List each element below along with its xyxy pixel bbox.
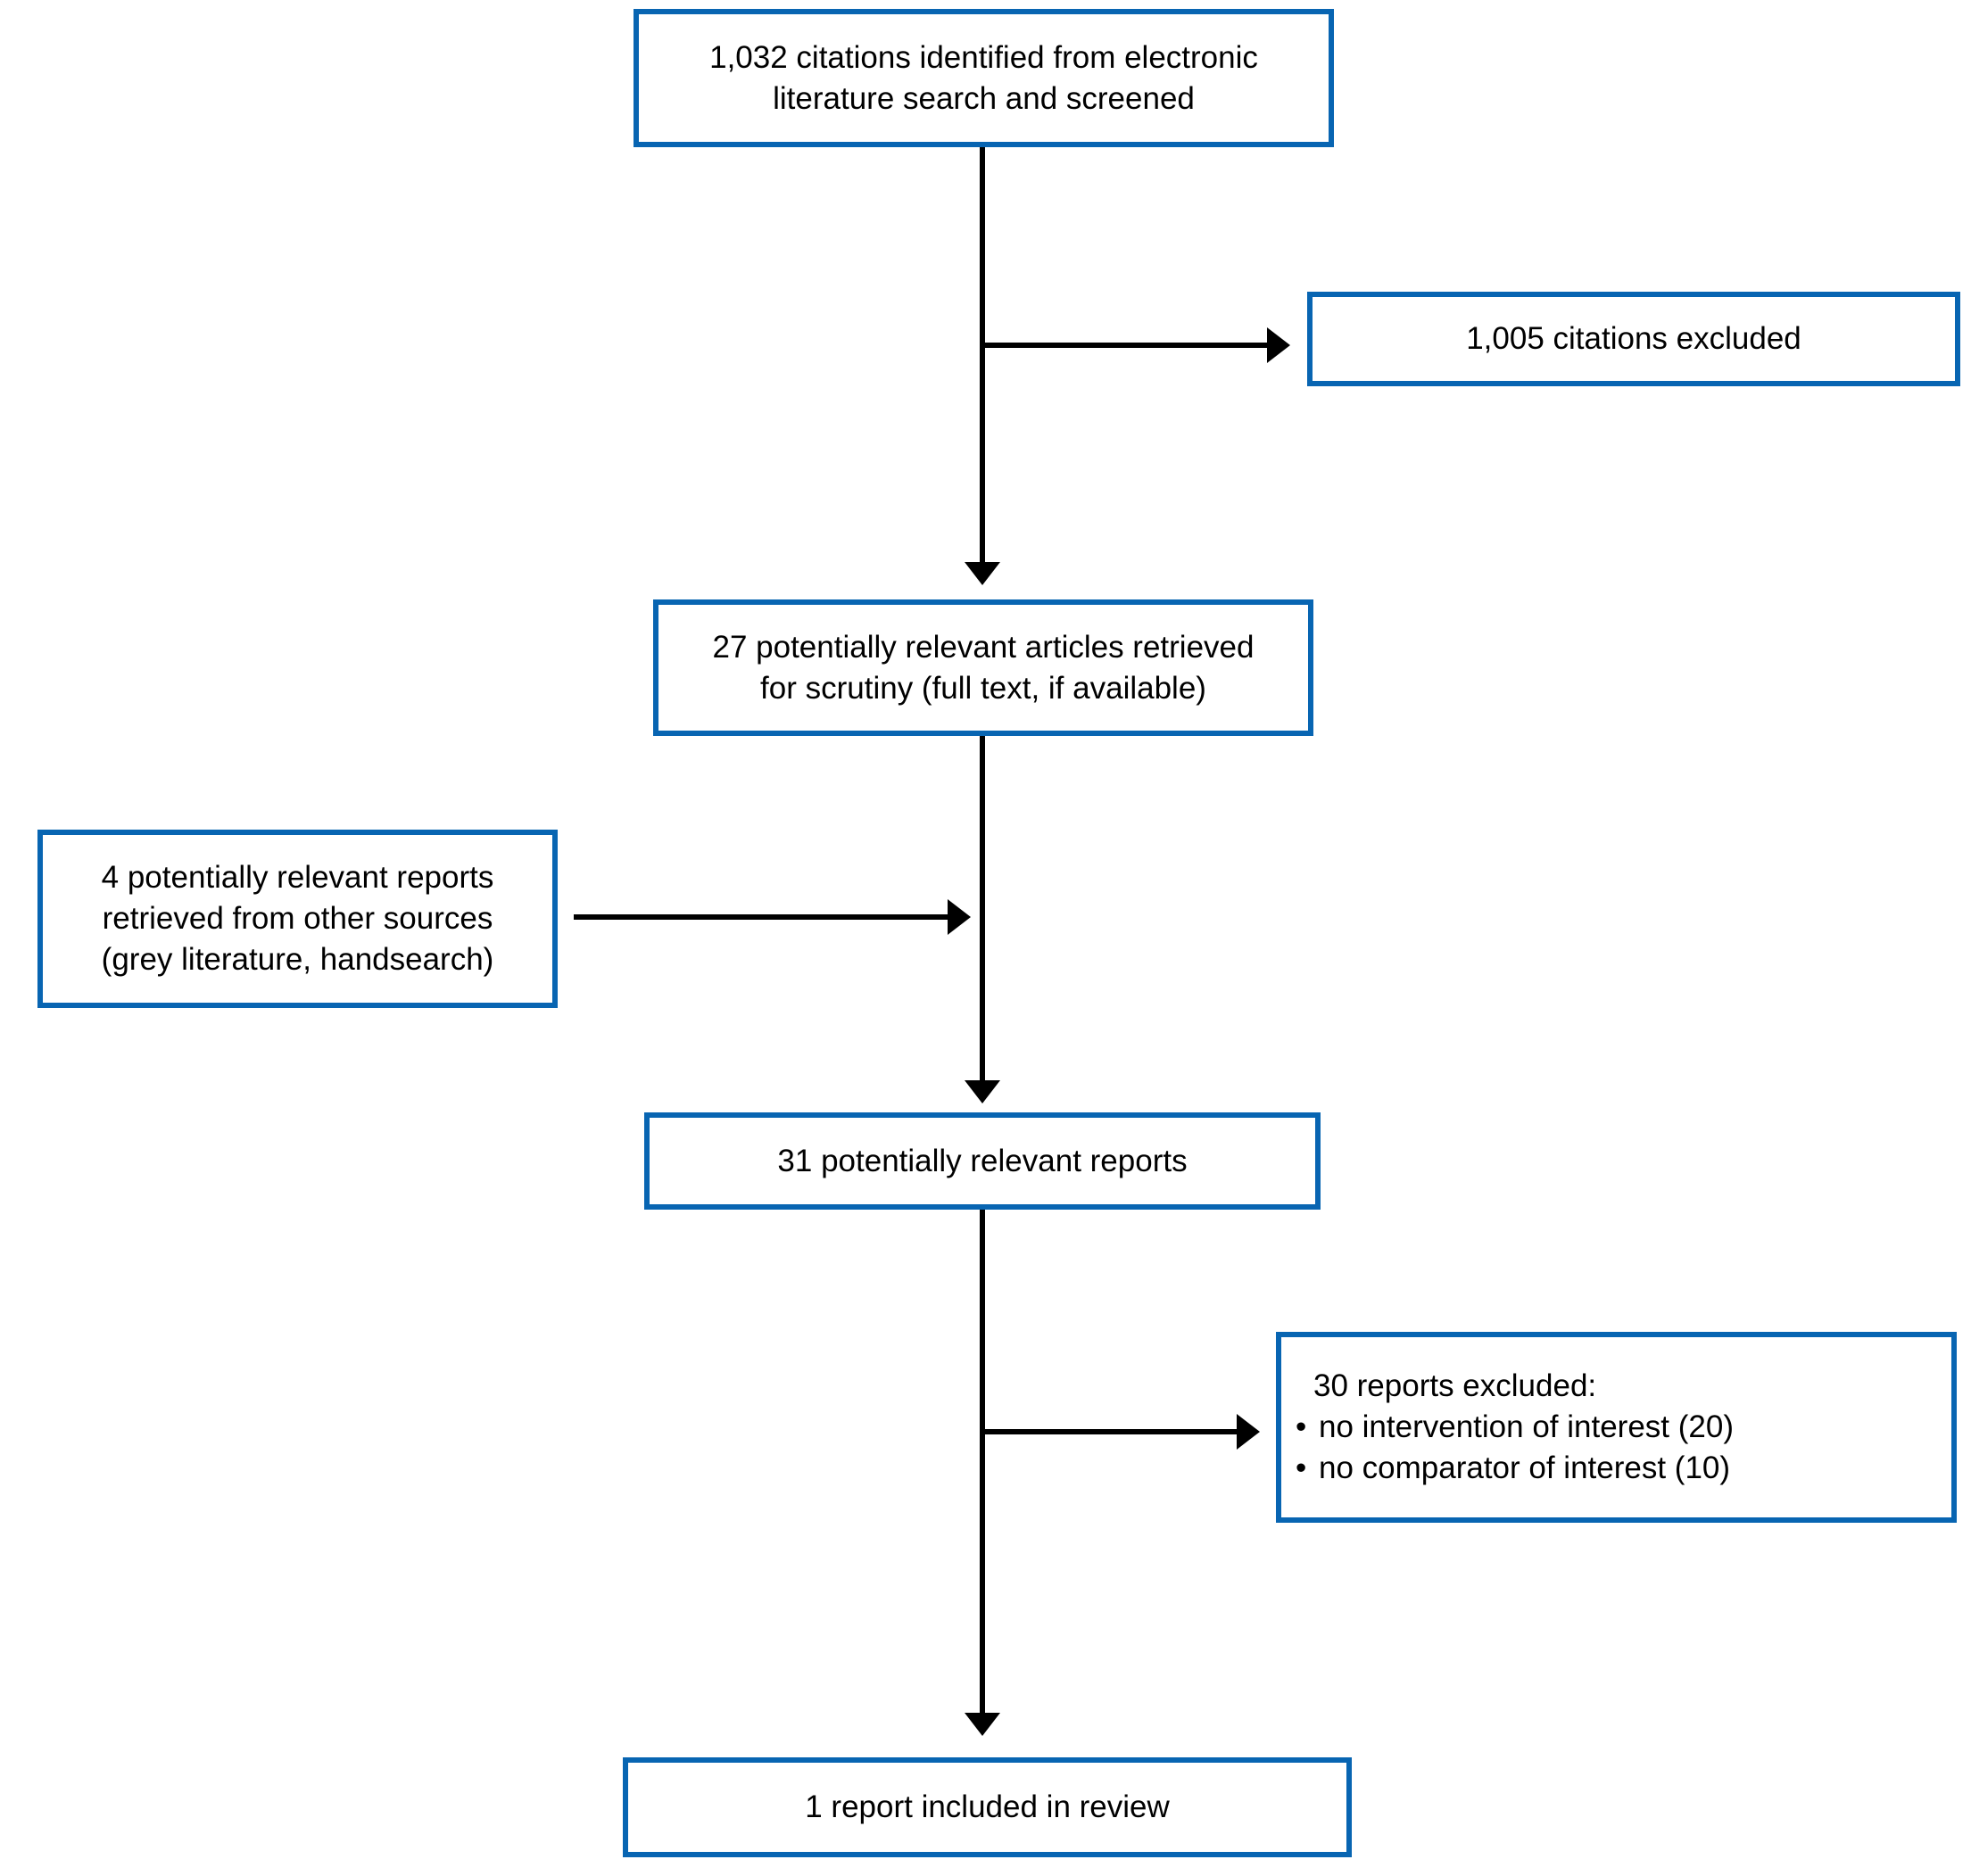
connector-relevant-to-excluded-reports: [982, 1429, 1238, 1434]
node-relevant-reports: 31 potentially relevant reports: [644, 1112, 1321, 1210]
connector-identified-to-excluded-citations: [982, 343, 1269, 348]
node-reports-excluded: 30 reports excluded: • no intervention o…: [1276, 1332, 1957, 1523]
connector-retrieved-to-relevant: [980, 734, 985, 1082]
node-text-line: for scrutiny (full text, if available): [760, 670, 1206, 706]
node-text-line: retrieved from other sources: [102, 901, 493, 936]
node-text-line: (grey literature, handsearch): [101, 942, 494, 977]
node-text-line: 1 report included in review: [805, 1789, 1170, 1824]
connector-relevant-to-included: [980, 1208, 985, 1715]
node-text-line: 1,032 citations identified from electron…: [709, 39, 1258, 75]
exclusion-reason-item: • no comparator of interest (10): [1296, 1448, 1730, 1489]
connector-identified-to-retrieved: [980, 145, 985, 564]
arrowhead-right-icon: [1267, 327, 1290, 363]
arrowhead-right-icon: [948, 899, 971, 935]
arrowhead-right-icon: [1237, 1414, 1260, 1450]
node-citations-identified: 1,032 citations identified from electron…: [634, 9, 1334, 147]
exclusion-reason-item: • no intervention of interest (20): [1296, 1407, 1734, 1448]
arrowhead-down-icon: [965, 562, 1000, 585]
node-text-line: 4 potentially relevant reports: [101, 860, 494, 895]
arrowhead-down-icon: [965, 1713, 1000, 1736]
node-text-line: 1,005 citations excluded: [1466, 321, 1801, 356]
node-citations-excluded: 1,005 citations excluded: [1307, 292, 1960, 386]
connector-other-sources-to-merge: [574, 914, 949, 920]
node-text-line: 27 potentially relevant articles retriev…: [712, 629, 1255, 665]
node-text-line: 31 potentially relevant reports: [777, 1143, 1188, 1178]
arrowhead-down-icon: [965, 1080, 1000, 1103]
bullet-icon: •: [1296, 1409, 1307, 1444]
node-text-line: literature search and screened: [773, 80, 1195, 116]
node-articles-retrieved: 27 potentially relevant articles retriev…: [653, 599, 1313, 736]
bullet-icon: •: [1296, 1450, 1307, 1485]
node-text-line: no intervention of interest (20): [1319, 1409, 1734, 1444]
node-text-line: no comparator of interest (10): [1319, 1450, 1731, 1485]
node-other-sources: 4 potentially relevant reports retrieved…: [37, 830, 558, 1008]
node-report-included: 1 report included in review: [623, 1757, 1352, 1857]
node-text-line: 30 reports excluded:: [1313, 1368, 1597, 1403]
